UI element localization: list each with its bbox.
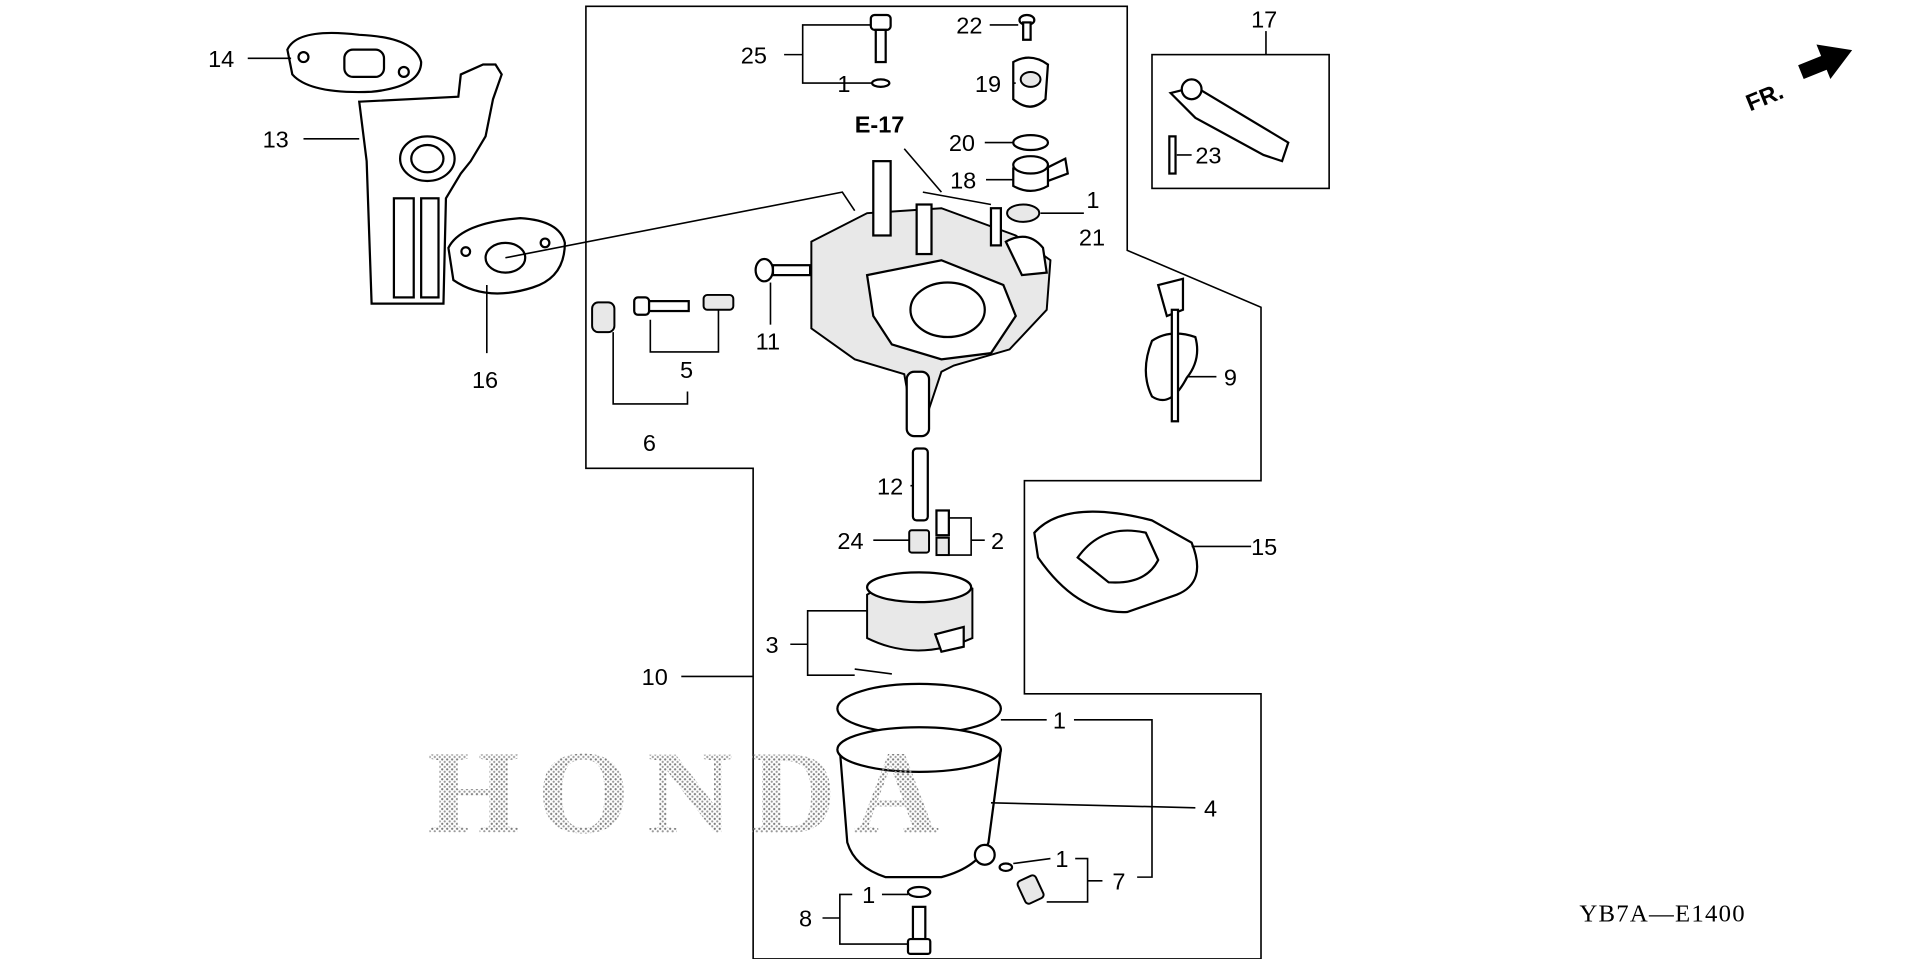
callout-10[interactable]: 10 (642, 664, 668, 690)
callout-1-ring[interactable]: 1 (1053, 707, 1066, 733)
callout-22[interactable]: 22 (956, 13, 982, 39)
callout-20[interactable]: 20 (949, 130, 975, 156)
reference-e17[interactable]: E-17 (855, 112, 905, 138)
callout-9[interactable]: 9 (1224, 364, 1237, 390)
callout-25[interactable]: 25 (741, 42, 767, 68)
callout-19[interactable]: 19 (975, 71, 1001, 97)
screw-25 (869, 13, 892, 88)
callout-6[interactable]: 6 (643, 430, 656, 456)
callout-3[interactable]: 3 (766, 632, 779, 658)
carburetor-assembly-outline (585, 5, 1262, 959)
insulator-plate-13 (357, 63, 503, 305)
screw-11 (754, 257, 812, 283)
float-3 (854, 571, 974, 675)
callout-13[interactable]: 13 (263, 127, 289, 153)
callout-24[interactable]: 24 (837, 528, 863, 554)
callout-16[interactable]: 16 (472, 367, 498, 393)
cover-19 (1012, 56, 1050, 108)
callout-8[interactable]: 8 (799, 906, 812, 932)
holder-18 (1012, 155, 1070, 192)
callout-7[interactable]: 7 (1112, 869, 1125, 895)
choke-lever-17 (1168, 78, 1290, 163)
washer-20 (1012, 134, 1050, 152)
main-nozzle-12 (911, 447, 929, 522)
callout-21[interactable]: 21 (1079, 224, 1105, 250)
float-needle-2 (935, 509, 950, 557)
callouts: 14 13 16 25 1 22 19 E-17 20 18 1 21 17 2… (208, 6, 1277, 931)
gasket-16 (447, 217, 566, 295)
float-valve-9 (1144, 277, 1199, 423)
pin-23 (1168, 135, 1177, 175)
callout-18[interactable]: 18 (950, 167, 976, 193)
carburetor-body (810, 160, 1052, 438)
front-direction-arrow: FR. (1742, 44, 1853, 116)
callout-14[interactable]: 14 (208, 46, 234, 72)
screw-22 (1018, 13, 1036, 41)
direction-label: FR. (1742, 78, 1787, 116)
diagram-code: YB7A—E1400 (1579, 901, 1745, 928)
filter-21 (1006, 203, 1041, 223)
callout-1-bolt-washer[interactable]: 1 (862, 882, 875, 908)
cap-6 (591, 301, 616, 334)
leader-lines (247, 24, 1267, 945)
drain-screw-7 (998, 862, 1045, 905)
callout-11[interactable]: 11 (756, 328, 780, 354)
float-bowl-4 (836, 682, 1003, 879)
callout-1-drain-washer[interactable]: 1 (1055, 846, 1068, 872)
callout-5[interactable]: 5 (680, 357, 693, 383)
callout-17[interactable]: 17 (1251, 6, 1277, 32)
callout-1-filter[interactable]: 1 (1086, 187, 1099, 213)
callout-23[interactable]: 23 (1195, 143, 1221, 169)
gasket-15 (1033, 510, 1199, 614)
callout-4[interactable]: 4 (1204, 795, 1217, 821)
callout-2[interactable]: 2 (991, 528, 1004, 554)
callout-1-washer[interactable]: 1 (837, 71, 850, 97)
main-jet-24 (908, 529, 931, 554)
bolt-8 (906, 885, 932, 956)
callout-12[interactable]: 12 (877, 473, 903, 499)
lever-kit-box (1151, 53, 1330, 190)
gasket-14 (286, 31, 423, 94)
callout-15[interactable]: 15 (1251, 534, 1277, 560)
